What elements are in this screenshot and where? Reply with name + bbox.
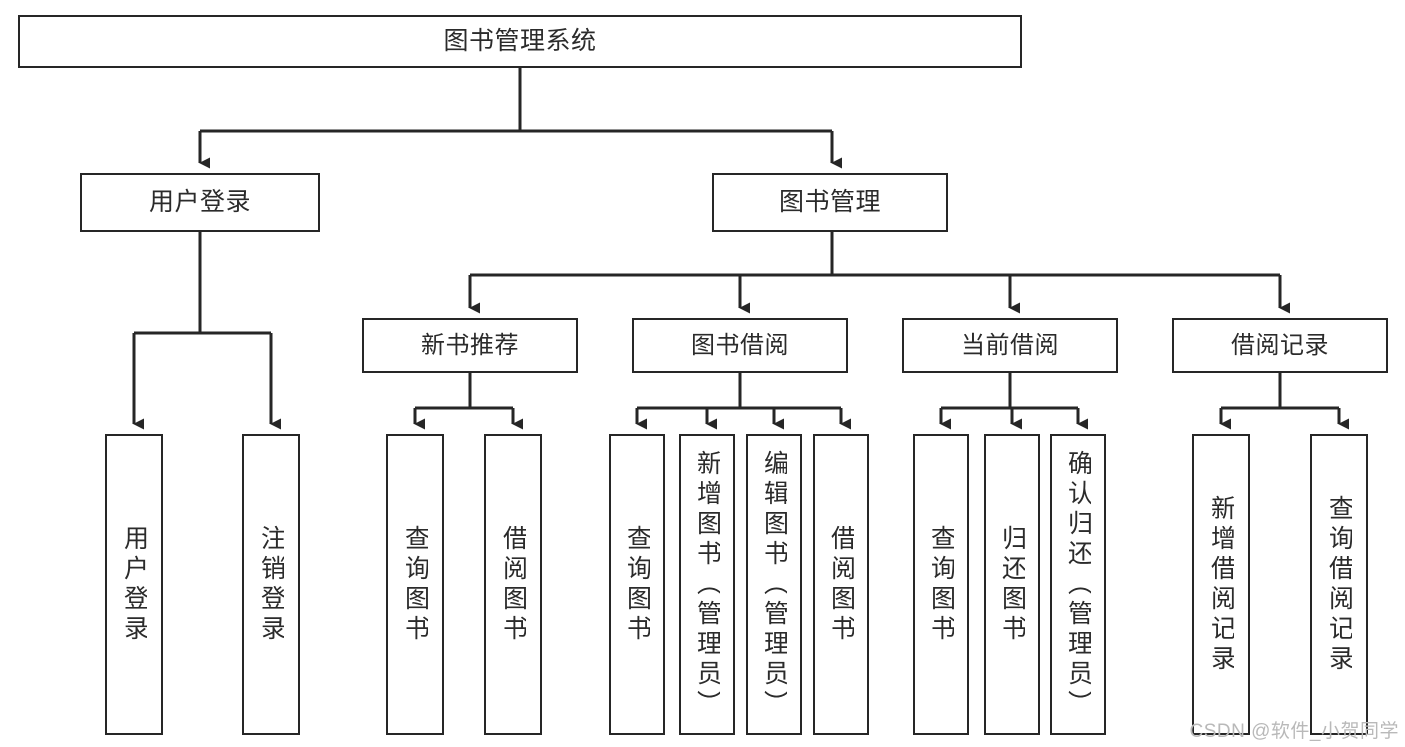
node-root-system[interactable]: 图书管理系统 — [18, 15, 1022, 68]
node-label: 查询图书 — [402, 524, 428, 645]
node-book-management[interactable]: 图书管理 — [712, 173, 948, 232]
node-label: 图书借阅 — [691, 331, 789, 359]
leaf-query-book-bb[interactable]: 查询图书 — [609, 434, 665, 735]
node-label: 用户登录 — [148, 188, 251, 216]
leaf-return-book[interactable]: 归还图书 — [984, 434, 1040, 735]
node-borrowing-records[interactable]: 借阅记录 — [1172, 318, 1388, 373]
node-label: 借阅记录 — [1231, 331, 1329, 359]
leaf-add-book-admin[interactable]: 新增图书（管理员） — [679, 434, 735, 735]
node-label: 图书管理系统 — [443, 27, 597, 55]
node-label: 图书管理 — [778, 188, 881, 216]
node-book-borrowing[interactable]: 图书借阅 — [632, 318, 848, 373]
node-label: 查询图书 — [928, 524, 954, 645]
node-label: 借阅图书 — [500, 524, 526, 645]
node-new-book-recommendation[interactable]: 新书推荐 — [362, 318, 578, 373]
node-label: 查询图书 — [624, 524, 650, 645]
csdn-watermark: CSDN @软件_小贺同学 — [1189, 721, 1399, 742]
leaf-query-book-cb[interactable]: 查询图书 — [913, 434, 969, 735]
node-current-borrowing[interactable]: 当前借阅 — [902, 318, 1118, 373]
leaf-edit-book-admin[interactable]: 编辑图书（管理员） — [746, 434, 802, 735]
node-label: 查询借阅记录 — [1326, 494, 1352, 675]
node-label: 当前借阅 — [961, 331, 1059, 359]
node-label: 编辑图书（管理员） — [761, 449, 787, 720]
node-label: 注销登录 — [258, 524, 284, 645]
node-user-login[interactable]: 用户登录 — [80, 173, 320, 232]
node-label: 借阅图书 — [828, 524, 854, 645]
leaf-borrow-book-bb[interactable]: 借阅图书 — [813, 434, 869, 735]
node-label: 新增图书（管理员） — [694, 449, 720, 720]
leaf-query-book-nbr[interactable]: 查询图书 — [386, 434, 444, 735]
node-label: 归还图书 — [999, 524, 1025, 645]
leaf-logout[interactable]: 注销登录 — [242, 434, 300, 735]
node-label: 确认归还（管理员） — [1065, 449, 1091, 720]
leaf-confirm-return-admin[interactable]: 确认归还（管理员） — [1050, 434, 1106, 735]
node-label: 新增借阅记录 — [1208, 494, 1234, 675]
leaf-add-borrow-record[interactable]: 新增借阅记录 — [1192, 434, 1250, 735]
leaf-user-login[interactable]: 用户登录 — [105, 434, 163, 735]
leaf-borrow-book-nbr[interactable]: 借阅图书 — [484, 434, 542, 735]
leaf-query-borrow-record[interactable]: 查询借阅记录 — [1310, 434, 1368, 735]
node-label: 用户登录 — [121, 524, 147, 645]
node-label: 新书推荐 — [421, 331, 519, 359]
